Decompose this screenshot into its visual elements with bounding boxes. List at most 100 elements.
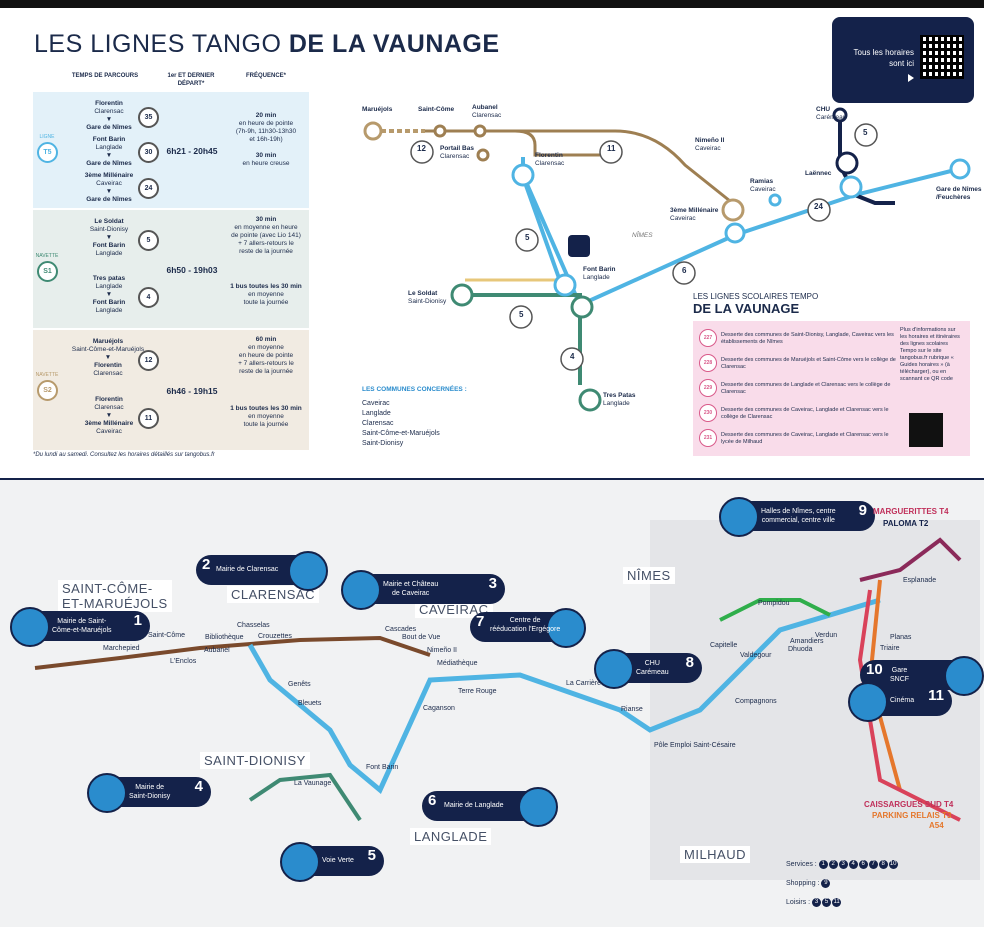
commune-item: Caveirac bbox=[362, 400, 390, 407]
commune-item: Saint-Côme-et-Maruéjols bbox=[362, 430, 440, 437]
terminal-marguerittes: MARGUERITTES T4 bbox=[873, 507, 949, 516]
t5-time-2: 30 bbox=[138, 142, 159, 163]
legend-shopping: Shopping : 9 bbox=[786, 874, 899, 893]
stop-label: Pompidou bbox=[758, 600, 790, 607]
footnote: *Du lundi au samedi. Consultez les horai… bbox=[33, 452, 215, 458]
commune-item: Clarensac bbox=[362, 420, 394, 427]
stop-label: Aubanel bbox=[204, 647, 230, 654]
line-schema bbox=[363, 107, 971, 412]
town-hall-icon bbox=[10, 607, 50, 647]
stop-label: La Vaunage bbox=[294, 780, 332, 787]
qr-code-icon[interactable] bbox=[909, 413, 943, 447]
stop-label: Bout de Vue bbox=[402, 634, 441, 641]
station-font-barin-s1 bbox=[570, 295, 594, 319]
qr-code-icon[interactable] bbox=[920, 35, 964, 79]
town-milhaud: MILHAUD bbox=[680, 846, 751, 863]
t5-time-1: 35 bbox=[138, 107, 159, 128]
header-frequency: FRÉQUENCE* bbox=[245, 73, 286, 79]
top-border bbox=[0, 0, 984, 8]
play-arrow-icon bbox=[908, 74, 914, 82]
area-map: SAINT-CÔME-ET-MARUÉJOLS CLARENSAC CAVEIR… bbox=[0, 478, 984, 927]
s2-badge: S2 bbox=[37, 380, 58, 401]
stop-label: Planas bbox=[890, 634, 912, 641]
time-t2-5: 5 bbox=[863, 128, 868, 137]
s1-time-2: 4 bbox=[138, 287, 159, 308]
s1-hours: 6h50 - 19h03 bbox=[166, 265, 218, 275]
time-s1-4: 4 bbox=[570, 352, 575, 361]
shirt-icon bbox=[719, 497, 759, 537]
s1-tag: NAVETTE bbox=[35, 253, 59, 259]
doctor-icon bbox=[594, 649, 634, 689]
t5-badge: T5 bbox=[37, 142, 58, 163]
stop-label: Cascades bbox=[385, 626, 417, 633]
stop-label: Rianse bbox=[621, 706, 643, 713]
label-gare: Gare de Nîmes/Feuchères bbox=[936, 186, 982, 201]
stop-label: Font Barin bbox=[366, 764, 399, 771]
t5-time-3: 24 bbox=[138, 178, 159, 199]
label-saint-come: Saint-Côme bbox=[418, 106, 455, 113]
town-hall-icon bbox=[518, 787, 558, 827]
stop-label: La Carrière bbox=[566, 680, 602, 687]
s2-line-north bbox=[465, 129, 736, 207]
station-tres-patas bbox=[578, 388, 602, 412]
s2-route bbox=[34, 635, 431, 670]
terminal-a54: A54 bbox=[929, 821, 944, 830]
stop-label: Saint-Côme bbox=[148, 632, 185, 639]
scolaires-info: Plus d'informations sur les horaires et … bbox=[900, 327, 960, 382]
station-font-barin bbox=[553, 273, 577, 297]
header-travel-time: TEMPS DE PARCOURS bbox=[71, 73, 139, 79]
stop-label: Bibliothèque bbox=[205, 634, 244, 641]
terminal-paloma: PALOMA T2 bbox=[883, 519, 929, 528]
s1-time-1: 5 bbox=[138, 230, 159, 251]
scolaires-title-line2: DE LA VAUNAGE bbox=[693, 301, 800, 316]
label-nimes-direction: NÎMES bbox=[632, 232, 653, 239]
station-laennec-t5 bbox=[839, 175, 863, 199]
s2-time-2: 11 bbox=[138, 408, 159, 429]
station-chu bbox=[832, 107, 848, 123]
town-nimes: NÎMES bbox=[623, 567, 675, 584]
station-saint-come bbox=[433, 124, 447, 138]
s1-badge: S1 bbox=[37, 261, 58, 282]
time-s2-12: 12 bbox=[417, 144, 426, 153]
label-maruejols: Maruéjols bbox=[362, 106, 393, 113]
stop-label: Valdegour bbox=[740, 652, 772, 659]
park-ride-icon bbox=[568, 235, 590, 257]
time-s1-5: 5 bbox=[519, 310, 524, 319]
s1-route bbox=[248, 772, 362, 822]
station-maruejols bbox=[363, 121, 383, 141]
s2-hours: 6h46 - 19h15 bbox=[166, 386, 218, 396]
s2-tag: NAVETTE bbox=[35, 372, 59, 378]
timetable: TEMPS DE PARCOURS 1er ET DERNIER DÉPART*… bbox=[33, 72, 309, 455]
town-saint-come: SAINT-CÔME-ET-MARUÉJOLS bbox=[58, 580, 172, 612]
cinema-icon bbox=[848, 682, 888, 722]
page-title: LES LIGNES TANGO DE LA VAUNAGE bbox=[34, 30, 500, 58]
hiker-icon bbox=[280, 842, 320, 882]
terminal-parking-relais: PARKING RELAIS T3 bbox=[872, 811, 952, 820]
